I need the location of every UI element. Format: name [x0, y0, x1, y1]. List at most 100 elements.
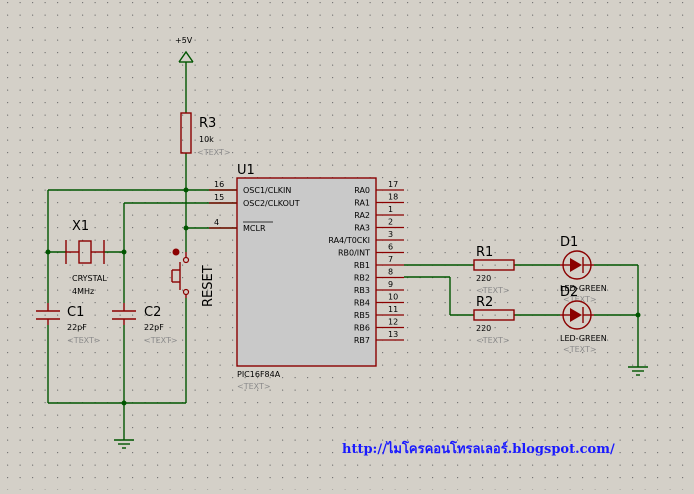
junction-dot: [183, 225, 189, 231]
pin-number: 1: [388, 205, 393, 214]
junction-dot: [121, 400, 127, 406]
pin-number: 17: [388, 180, 398, 189]
c1-value: 22pF: [67, 323, 87, 332]
pin-name: MCLR: [243, 224, 266, 233]
switch-contact-icon: [172, 248, 180, 256]
d1-placeholder: <TEXT>: [563, 295, 597, 304]
crystal-x1[interactable]: X1 CRYSTAL 4MHz: [65, 219, 107, 296]
pin-number: 10: [388, 293, 398, 302]
capacitor-c2[interactable]: C2 22pF <TEXT>: [112, 303, 178, 345]
pin-number: 15: [214, 193, 224, 202]
pin-number: 13: [388, 330, 398, 339]
junction-dot: [121, 249, 127, 255]
d1-type: LED-GREEN: [560, 284, 607, 293]
resistor-r3[interactable]: R3 10k <TEXT>: [180, 112, 231, 157]
pin-number: 8: [388, 268, 393, 277]
x1-freq: 4MHz: [72, 287, 94, 296]
chip-placeholder: <TEXT>: [237, 382, 271, 391]
chip-model: PIC16F84A: [237, 370, 281, 379]
r2-value: 220: [476, 324, 491, 333]
d1-ref: D1: [560, 235, 578, 250]
pin-number: 3: [388, 230, 393, 239]
blog-url[interactable]: http://ไมโครคอนโทรลเลอร์.blogspot.com/: [342, 440, 615, 457]
junction-dot: [183, 187, 189, 193]
pin-number: 2: [388, 218, 393, 227]
pin-name: RA0: [354, 186, 370, 195]
r1-placeholder: <TEXT>: [476, 286, 510, 295]
pin-name: RA3: [354, 224, 370, 233]
d2-ref: D2: [560, 285, 578, 300]
led-d2[interactable]: D2 LED-GREEN <TEXT>: [560, 285, 607, 354]
pin-name: RB1: [354, 261, 370, 270]
pin-name: RB2: [354, 274, 370, 283]
resistor-r3-body: [180, 112, 192, 154]
pin-name: RA1: [354, 199, 370, 208]
pin-number: 7: [388, 255, 393, 264]
pin-number: 6: [388, 243, 393, 252]
d2-placeholder: <TEXT>: [563, 345, 597, 354]
reset-button[interactable]: RESET: [171, 248, 216, 308]
c1-placeholder: <TEXT>: [67, 336, 101, 345]
pin-name: OSC1/CLKIN: [243, 186, 291, 195]
resistor-r1[interactable]: R1 220 <TEXT>: [473, 245, 515, 295]
pin-number: 9: [388, 280, 393, 289]
x1-type: CRYSTAL: [72, 274, 107, 283]
pin-number: 16: [214, 180, 224, 189]
junctions: [45, 187, 641, 406]
reset-label: RESET: [201, 265, 216, 307]
pin-name: RB0/INT: [338, 249, 370, 258]
c2-placeholder: <TEXT>: [144, 336, 178, 345]
vcc-label: +5V: [175, 36, 193, 45]
pin-number: 4: [214, 218, 219, 227]
capacitor-c1[interactable]: C1 22pF <TEXT>: [36, 303, 101, 345]
c2-value: 22pF: [144, 323, 164, 332]
x1-ref: X1: [72, 219, 89, 234]
r2-ref: R2: [476, 295, 493, 310]
wires: [47, 62, 639, 440]
resistor-r2-body: [473, 309, 515, 321]
pin-name: OSC2/CLKOUT: [243, 199, 300, 208]
vcc-arrow-icon: [178, 50, 194, 63]
ground-symbol-left: [114, 439, 134, 449]
pin-name: RB4: [354, 299, 370, 308]
r3-value: 10k: [199, 135, 214, 144]
pin-number: 18: [388, 193, 398, 202]
r3-placeholder: <TEXT>: [197, 148, 231, 157]
pin-name: RA4/T0CKI: [328, 236, 370, 245]
led-d1[interactable]: D1 LED-GREEN <TEXT>: [560, 235, 607, 304]
pin-name: RB7: [354, 336, 370, 345]
pin-number: 11: [388, 305, 398, 314]
diode-triangle-icon: [570, 258, 582, 272]
c1-ref: C1: [67, 305, 84, 320]
pin-name: RB3: [354, 286, 370, 295]
chip-u1[interactable]: U1 PIC16F84A <TEXT> 16OSC1/CLKIN15OSC2/C…: [209, 163, 404, 391]
resistor-r2[interactable]: R2 220 <TEXT>: [473, 295, 515, 345]
chip-right-pins: 17RA018RA11RA22RA33RA4/T0CKI6RB0/INT7RB1…: [328, 180, 404, 345]
resistor-r1-body: [473, 259, 515, 271]
junction-dot: [45, 249, 51, 255]
vcc-symbol[interactable]: +5V: [175, 36, 194, 63]
chip-ref: U1: [237, 163, 255, 178]
pin-name: RB5: [354, 311, 370, 320]
r3-ref: R3: [199, 116, 216, 131]
r1-ref: R1: [476, 245, 493, 260]
pin-name: RB6: [354, 324, 370, 333]
ground-symbol-right: [628, 366, 648, 376]
